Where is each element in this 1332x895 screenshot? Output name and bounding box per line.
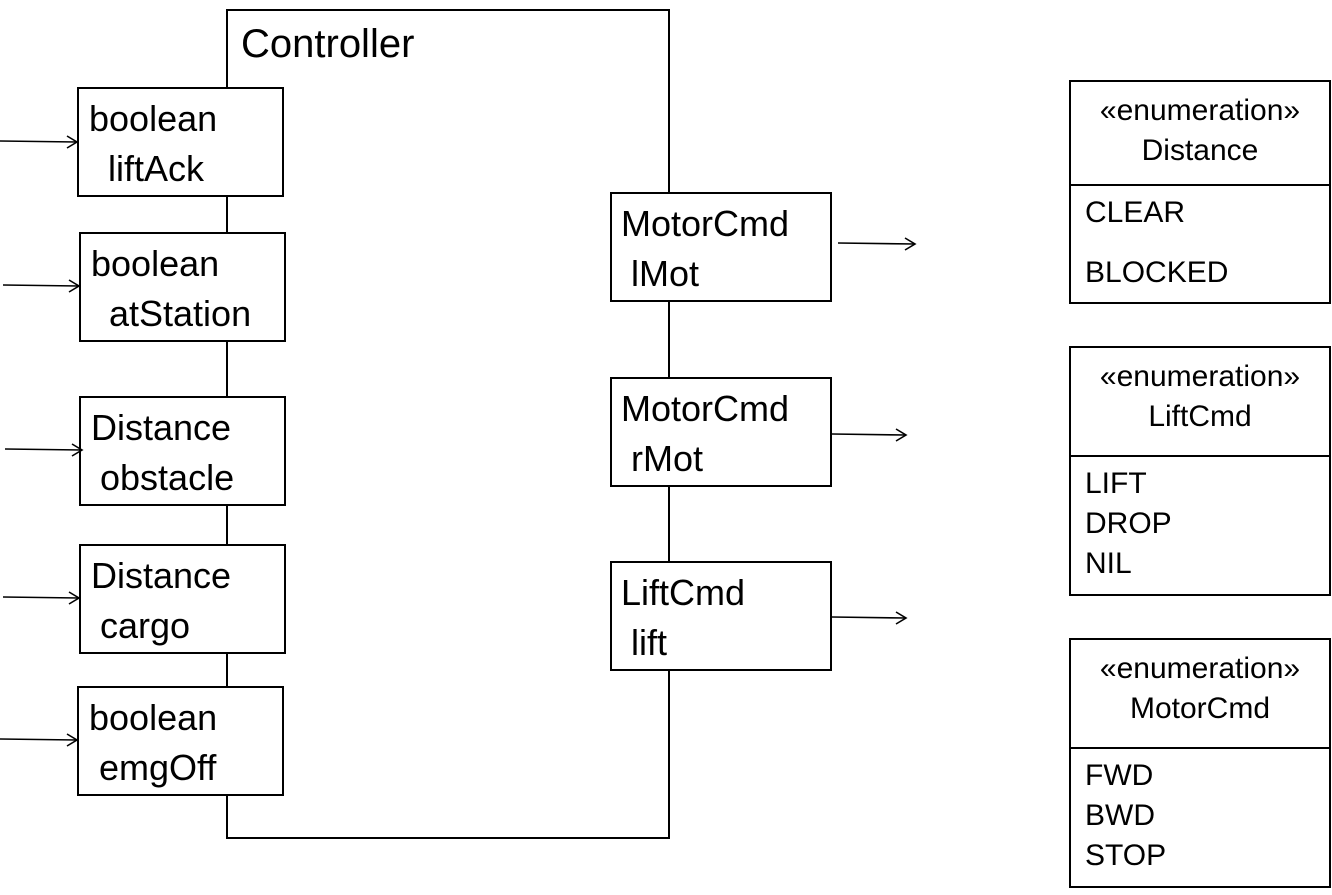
enum-literal: CLEAR: [1085, 196, 1186, 229]
enum-literal: BLOCKED: [1085, 256, 1229, 289]
enum-divider: [1071, 184, 1329, 186]
input-port-cargo: Distance cargo: [79, 544, 286, 654]
enum-distance: «enumeration» Distance CLEAR BLOCKED: [1069, 80, 1331, 304]
input-port-emgoff: boolean emgOff: [77, 686, 284, 796]
enum-divider: [1071, 747, 1329, 749]
port-name: cargo: [100, 605, 191, 646]
port-name: rMot: [631, 438, 703, 479]
port-type: boolean: [91, 243, 220, 284]
port-name: lift: [631, 622, 667, 663]
enum-name: Distance: [1141, 134, 1259, 167]
enum-literal: NIL: [1085, 547, 1132, 580]
enum-name: MotorCmd: [1129, 692, 1271, 725]
output-port-lmot: MotorCmd lMot: [610, 192, 832, 302]
input-arrow-liftack: [0, 135, 79, 149]
enum-literal: LIFT: [1085, 467, 1147, 500]
output-arrow-rmot: [831, 428, 908, 442]
controller-title: Controller: [241, 22, 415, 66]
port-type: boolean: [89, 98, 218, 139]
enum-stereotype: «enumeration»: [1099, 94, 1301, 127]
output-arrow-lmot: [837, 237, 917, 251]
port-name: atStation: [109, 293, 252, 334]
input-port-atstation: boolean atStation: [79, 232, 286, 342]
port-type: Distance: [91, 555, 232, 596]
port-name: lMot: [631, 253, 700, 294]
port-name: obstacle: [100, 457, 235, 498]
enum-liftcmd: «enumeration» LiftCmd LIFT DROP NIL: [1069, 346, 1331, 596]
enum-stereotype: «enumeration»: [1099, 652, 1301, 685]
enum-stereotype: «enumeration»: [1099, 360, 1301, 393]
port-name: liftAck: [108, 148, 205, 189]
output-port-rmot: MotorCmd rMot: [610, 377, 832, 487]
port-type: MotorCmd: [621, 203, 790, 244]
port-type: LiftCmd: [621, 572, 746, 613]
input-port-obstacle: Distance obstacle: [79, 396, 286, 506]
input-arrow-obstacle: [4, 443, 84, 457]
input-arrow-cargo: [2, 591, 81, 605]
input-port-liftack: boolean liftAck: [77, 87, 284, 197]
enum-divider: [1071, 455, 1329, 457]
enum-literal: FWD: [1085, 759, 1154, 792]
output-arrow-lift: [831, 611, 908, 625]
input-arrow-atstation: [2, 279, 81, 293]
input-arrow-emgoff: [0, 733, 79, 747]
enum-literal: BWD: [1085, 799, 1155, 832]
port-name: emgOff: [99, 747, 217, 788]
output-port-lift: LiftCmd lift: [610, 561, 832, 671]
enum-name: LiftCmd: [1148, 400, 1252, 433]
enum-motorcmd: «enumeration» MotorCmd FWD BWD STOP: [1069, 638, 1331, 888]
port-type: boolean: [89, 697, 218, 738]
enum-literal: STOP: [1085, 839, 1167, 872]
port-type: Distance: [91, 407, 232, 448]
port-type: MotorCmd: [621, 388, 790, 429]
enum-literal: DROP: [1085, 507, 1172, 540]
